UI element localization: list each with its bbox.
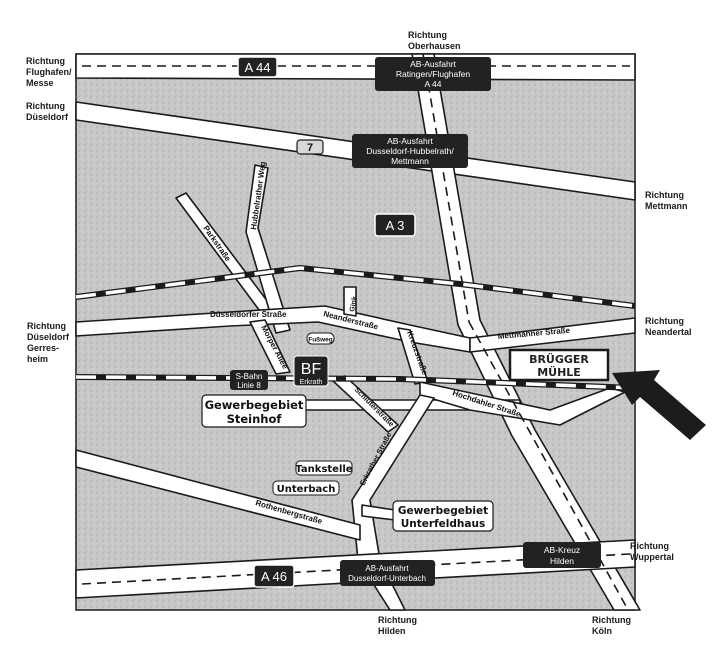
shield-a3: A 3 bbox=[374, 213, 416, 237]
svg-text:MÜHLE: MÜHLE bbox=[537, 365, 581, 379]
svg-text:Mettmann: Mettmann bbox=[391, 156, 429, 166]
svg-text:BRÜGGER: BRÜGGER bbox=[529, 352, 589, 366]
destination-arrow bbox=[612, 370, 706, 440]
exit-hubbelrath: AB-Ausfahrt Dusseldorf-Hubbelrath/ Mettm… bbox=[352, 134, 468, 168]
exit-kreuz-hilden: AB-Kreuz Hilden bbox=[523, 542, 601, 568]
road-gink bbox=[343, 286, 357, 317]
svg-text:AB-Ausfahrt: AB-Ausfahrt bbox=[387, 136, 433, 146]
direction-flughafen: Richtung Flughafen/ Messe bbox=[26, 56, 72, 88]
a3-centerline bbox=[422, 53, 470, 323]
direction-neandertal: Richtung Neandertal bbox=[645, 316, 692, 337]
direction-mettmann: Richtung Mettmann bbox=[645, 190, 688, 211]
road-hubbelrather-weg bbox=[245, 164, 291, 334]
sbahn-label: S-Bahn Linie 8 bbox=[230, 370, 268, 390]
area-steinhof: Gewerbegebiet Steinhof bbox=[201, 394, 307, 428]
direction-wuppertal: Richtung Wuppertal bbox=[630, 541, 674, 562]
svg-text:S-Bahn: S-Bahn bbox=[236, 372, 263, 381]
svg-text:Unterbach: Unterbach bbox=[277, 484, 336, 495]
svg-text:Steinhof: Steinhof bbox=[227, 412, 283, 426]
direction-oberhausen: Richtung Oberhausen bbox=[408, 30, 461, 51]
direction-duesseldorf: Richtung Düseldorf bbox=[26, 101, 69, 122]
svg-text:7: 7 bbox=[307, 142, 313, 154]
svg-text:Dusseldorf-Unterbach: Dusseldorf-Unterbach bbox=[348, 574, 426, 583]
road-mettmanner-strasse bbox=[469, 317, 636, 353]
exit-unterbach: AB-Ausfahrt Dusseldorf-Unterbach bbox=[340, 560, 435, 586]
area-unterfeldhaus: Gewerbegebiet Unterfeldhaus bbox=[392, 500, 494, 532]
svg-text:AB-Kreuz: AB-Kreuz bbox=[544, 545, 580, 555]
direction-hilden: Richtung Hilden bbox=[378, 615, 417, 636]
svg-text:Ratingen/Flughafen: Ratingen/Flughafen bbox=[396, 69, 470, 79]
svg-text:Gewerbegebiet: Gewerbegebiet bbox=[398, 505, 488, 517]
svg-text:A 46: A 46 bbox=[261, 569, 287, 584]
svg-text:Dusseldorf-Hubbelrath/: Dusseldorf-Hubbelrath/ bbox=[366, 146, 454, 156]
direction-gerresheim: Richtung Düseldorf Gerres- heim bbox=[27, 321, 70, 364]
road-rothenbergstrasse bbox=[75, 449, 361, 541]
svg-text:Hilden: Hilden bbox=[550, 556, 574, 566]
direction-koeln: Richtung Köln bbox=[592, 615, 631, 636]
svg-text:A 44: A 44 bbox=[424, 79, 441, 89]
svg-text:AB-Ausfahrt: AB-Ausfahrt bbox=[365, 564, 409, 573]
road-morper-allee bbox=[249, 319, 291, 375]
svg-text:Unterfeldhaus: Unterfeldhaus bbox=[401, 518, 485, 530]
svg-text:Erkrath: Erkrath bbox=[300, 379, 323, 386]
label-fussweg: Fußweg bbox=[306, 332, 335, 345]
street-gink: Gink bbox=[349, 296, 359, 313]
road-a44 bbox=[75, 53, 636, 81]
svg-text:Gewerbegebiet: Gewerbegebiet bbox=[205, 398, 304, 412]
svg-text:BF: BF bbox=[301, 361, 322, 378]
street-duesseldorfer-strasse: Düsseldorfer Straße bbox=[210, 310, 287, 319]
station-bf-erkrath: BF Erkrath bbox=[293, 355, 329, 387]
svg-text:Fußweg: Fußweg bbox=[308, 337, 333, 344]
shield-b7: 7 bbox=[296, 139, 324, 155]
svg-text:A 3: A 3 bbox=[386, 218, 405, 233]
exit-ratingen: AB-Ausfahrt Ratingen/Flughafen A 44 bbox=[375, 57, 491, 91]
shield-a44: A 44 bbox=[237, 56, 278, 78]
destination-bruegger-muehle: BRÜGGER MÜHLE bbox=[508, 348, 610, 382]
svg-text:AB-Ausfahrt: AB-Ausfahrt bbox=[410, 59, 456, 69]
area-tankstelle: Tankstelle bbox=[295, 460, 353, 476]
svg-text:A 44: A 44 bbox=[244, 60, 270, 75]
area-unterbach: Unterbach bbox=[272, 480, 340, 496]
svg-text:Linie 8: Linie 8 bbox=[237, 381, 261, 390]
shield-a46: A 46 bbox=[253, 564, 295, 588]
svg-text:Tankstelle: Tankstelle bbox=[295, 464, 352, 475]
